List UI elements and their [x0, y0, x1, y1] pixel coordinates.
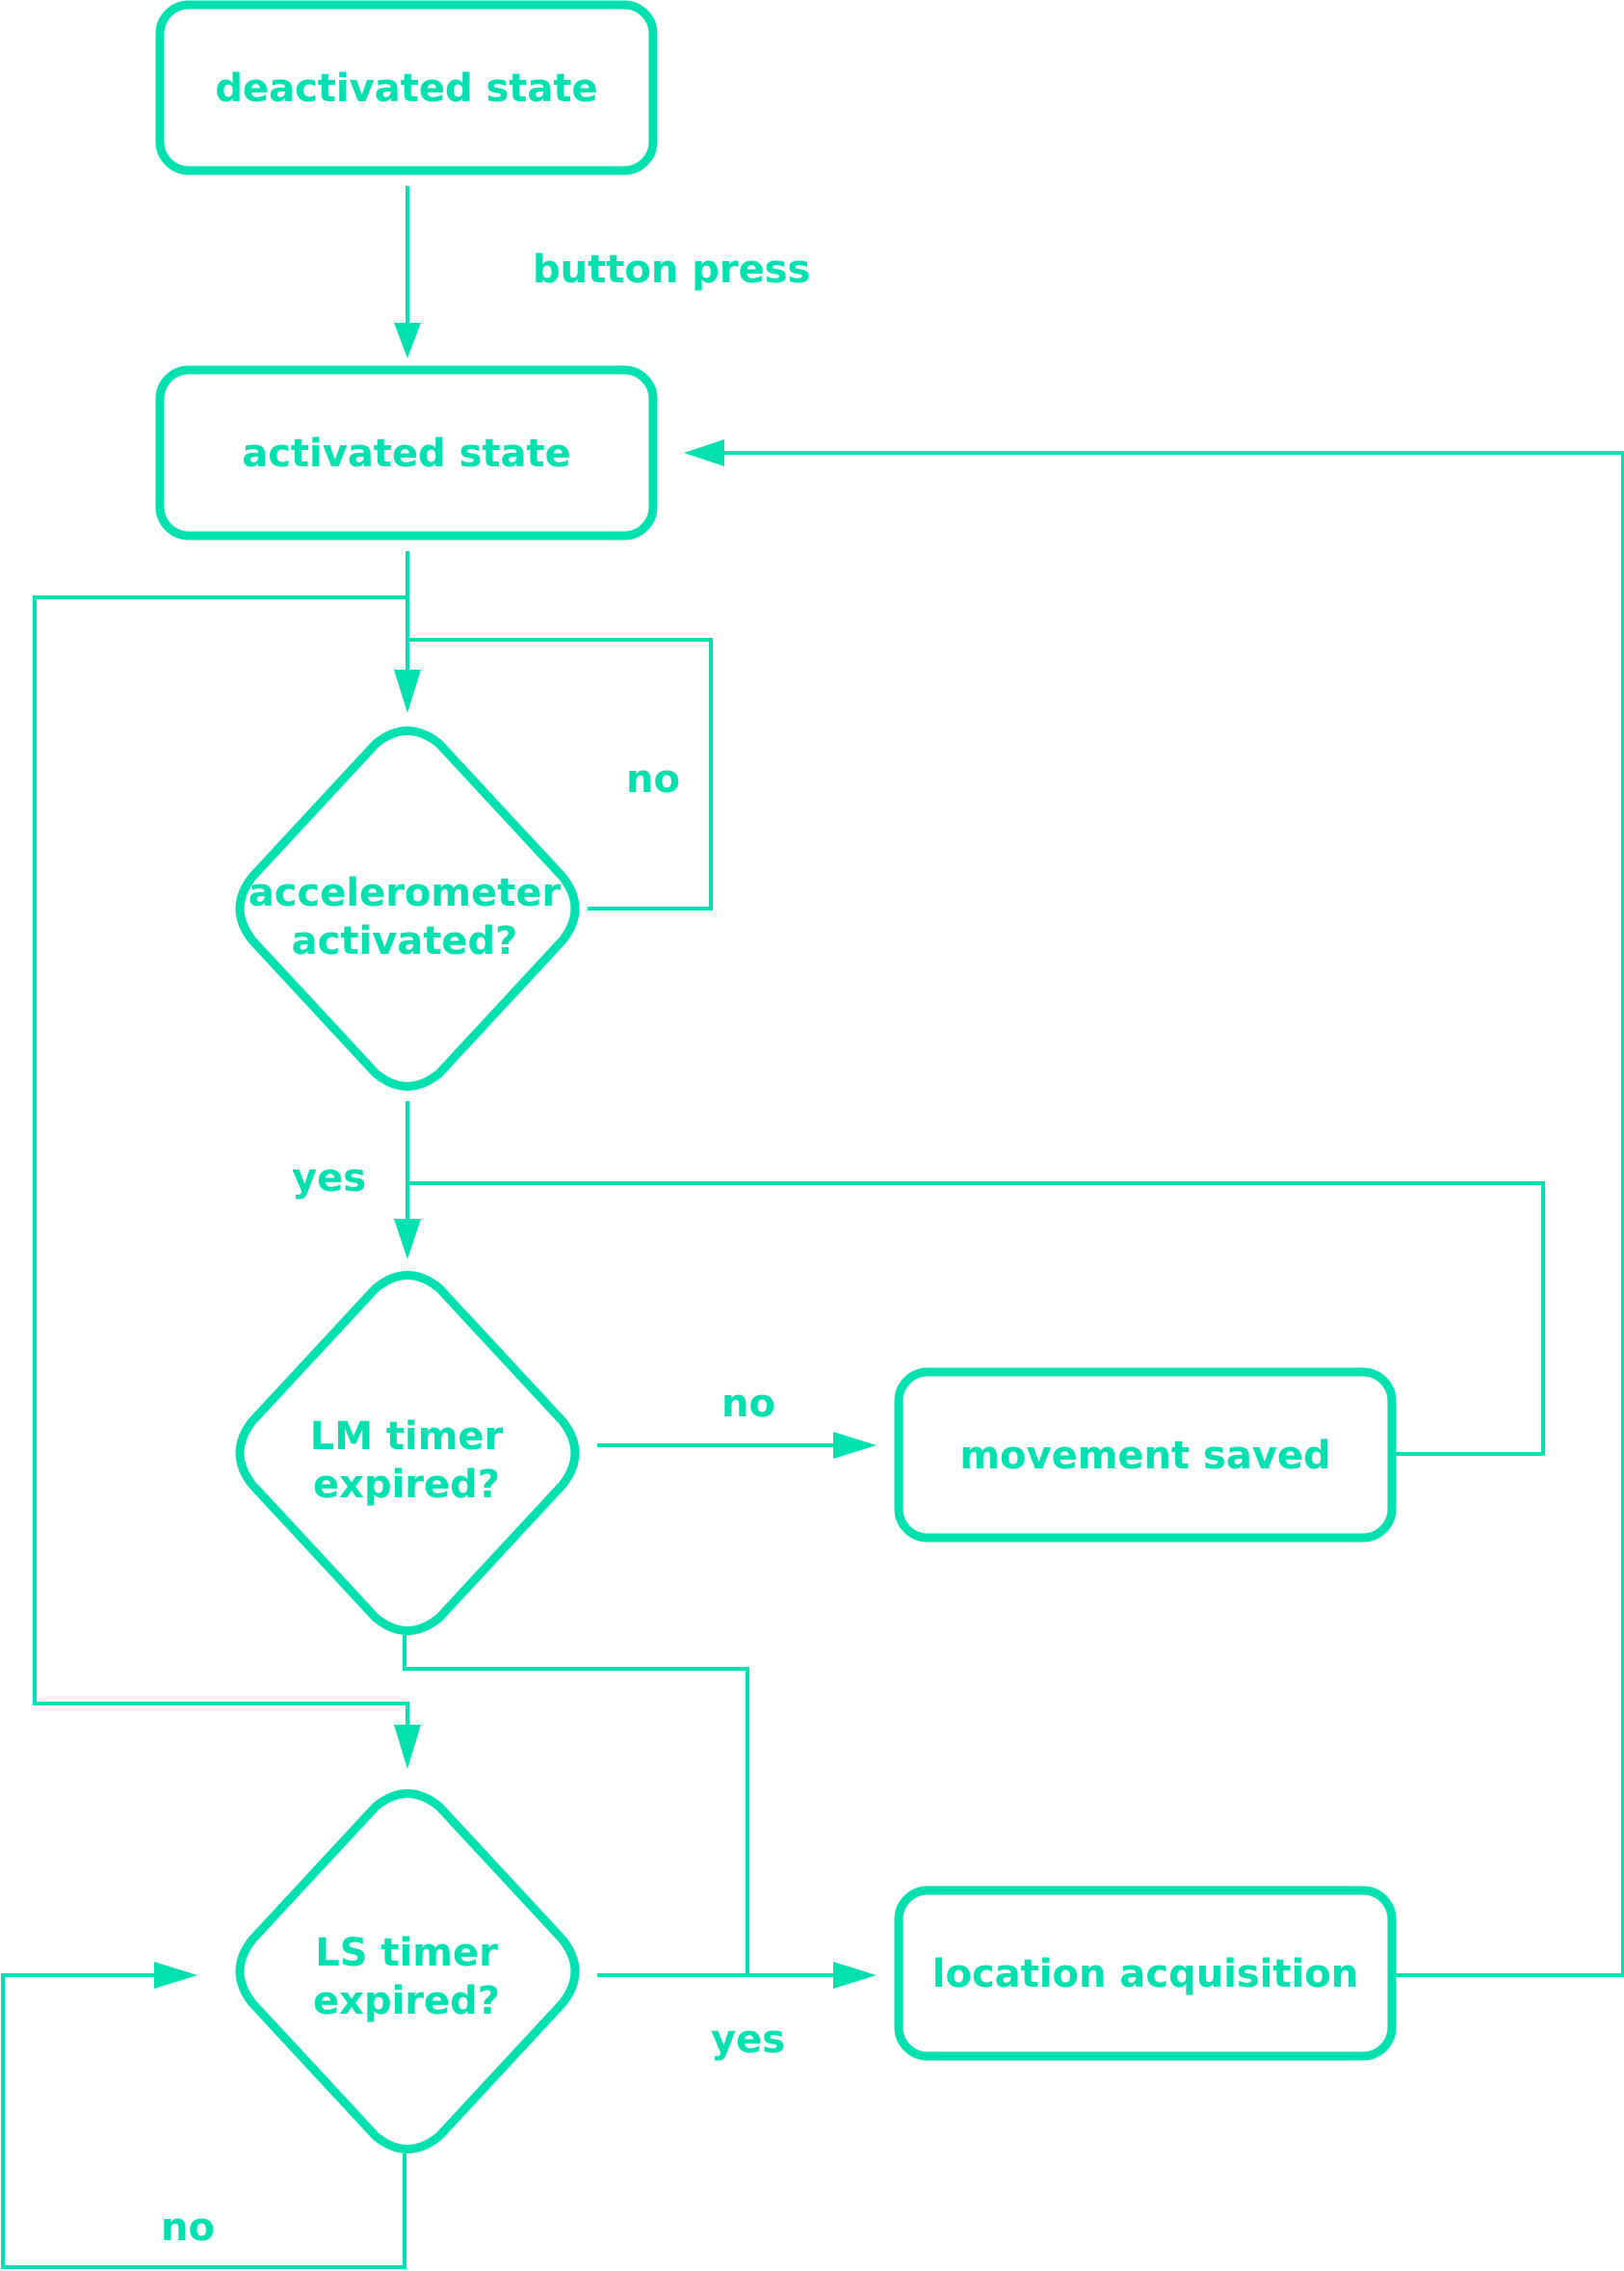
node-accelerometer-decision: accelerometer activated? [235, 726, 580, 1091]
label-ls-timer-yes: yes [711, 2018, 785, 2062]
accelerometer-diamond [235, 726, 580, 1091]
arrowhead-movement-saved-in [833, 1432, 877, 1459]
connector-ls-no-loop [1, 1973, 406, 2269]
lm-timer-label-line2: expired? [313, 1463, 500, 1507]
label-accelerometer-no: no [626, 757, 680, 802]
deactivated-state-label: deactivated state [215, 66, 597, 111]
label-ls-timer-no: no [161, 2205, 215, 2250]
node-movement-saved: movement saved [894, 1367, 1397, 1543]
ls-timer-diamond [235, 1789, 580, 2153]
connector-movement-saved-loop [407, 1181, 1545, 1456]
node-activated-state: activated state [155, 365, 658, 541]
ls-timer-label-line1: LS timer [315, 1931, 498, 1975]
node-ls-timer-decision: LS timer expired? [235, 1789, 580, 2153]
label-button-press: button press [533, 248, 810, 292]
lm-timer-diamond [235, 1271, 580, 1635]
accelerometer-label-line2: activated? [292, 919, 518, 964]
lm-timer-label-line1: LM timer [310, 1414, 504, 1459]
arrowhead-ls-no-in [154, 1962, 197, 1989]
connector-accelerometer-no-loop [407, 638, 713, 911]
arrowhead-ls-timer-in [394, 1725, 421, 1769]
ls-timer-label-line2: expired? [313, 1979, 500, 2023]
connectors [1, 186, 1624, 2269]
label-lm-timer-no: no [721, 1382, 775, 1426]
activated-state-box [155, 365, 658, 541]
arrowhead-activated-in [394, 323, 421, 358]
arrowhead-accelerometer-in [394, 670, 421, 713]
arrowhead-lm-timer-in [394, 1219, 421, 1259]
node-location-acquisition: location acquisition [894, 1886, 1397, 2061]
accelerometer-label-line1: accelerometer [249, 871, 562, 915]
label-accelerometer-yes: yes [292, 1156, 366, 1201]
activated-state-label: activated state [242, 432, 571, 476]
movement-saved-label: movement saved [959, 1434, 1330, 1478]
node-lm-timer-decision: LM timer expired? [235, 1271, 580, 1635]
connector-lm-to-location [403, 1635, 749, 1975]
node-deactivated-state: deactivated state [155, 0, 658, 175]
arrowhead-location-in [833, 1962, 877, 1989]
arrowhead-activated-return [684, 439, 724, 466]
location-acquisition-label: location acquisition [932, 1952, 1358, 1996]
edge-labels: button press no yes no yes no [161, 248, 810, 2250]
location-acquisition-box [894, 1886, 1397, 2061]
movement-saved-box [894, 1367, 1397, 1543]
deactivated-state-box [155, 0, 658, 175]
connector-activated-to-ls-timer [33, 595, 409, 1725]
connector-location-to-activated [724, 451, 1624, 1977]
